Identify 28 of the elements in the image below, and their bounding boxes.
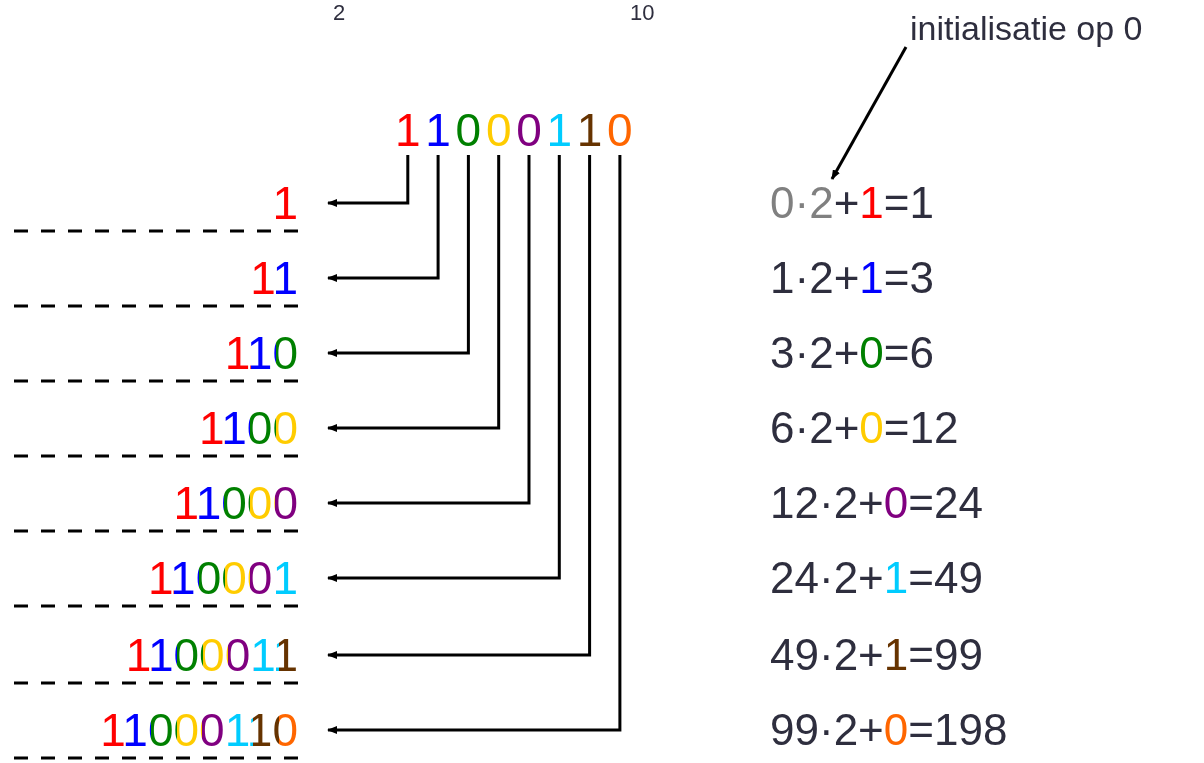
equation: 99·2+0=198 bbox=[770, 708, 1008, 752]
equation: 24·2+1=49 bbox=[770, 556, 983, 600]
equation: 12·2+0=24 bbox=[770, 481, 983, 525]
leader-arrow bbox=[830, 46, 908, 180]
binary-digit: 0 bbox=[607, 107, 633, 153]
equation: 6·2+0=12 bbox=[770, 406, 959, 450]
arrow bbox=[327, 155, 440, 282]
arrow bbox=[327, 155, 410, 207]
binary-digit: 1 bbox=[576, 107, 603, 153]
arrow bbox=[327, 155, 561, 582]
binary-digit: 1 bbox=[546, 107, 573, 153]
annotation-text: initialisatie op 0 bbox=[910, 11, 1143, 45]
binary-digit: 1 bbox=[425, 107, 451, 153]
equation: 1·2+1=3 bbox=[770, 256, 934, 300]
arrow bbox=[327, 155, 531, 507]
subscript-text: 10 bbox=[630, 2, 655, 24]
arrow bbox=[327, 155, 501, 432]
binary-digit: 1 bbox=[395, 107, 421, 153]
subscript-text: 2 bbox=[333, 2, 346, 24]
binary-digit: 0 bbox=[516, 107, 542, 153]
arrow bbox=[327, 155, 470, 357]
equation: 49·2+1=99 bbox=[770, 633, 983, 677]
equation: 0·2+1=1 bbox=[770, 181, 934, 225]
arrow bbox=[327, 155, 592, 659]
binary-digit: 0 bbox=[485, 107, 512, 153]
equation: 3·2+0=6 bbox=[770, 331, 934, 375]
binary-digit: 0 bbox=[455, 107, 482, 153]
arrow bbox=[327, 155, 622, 734]
